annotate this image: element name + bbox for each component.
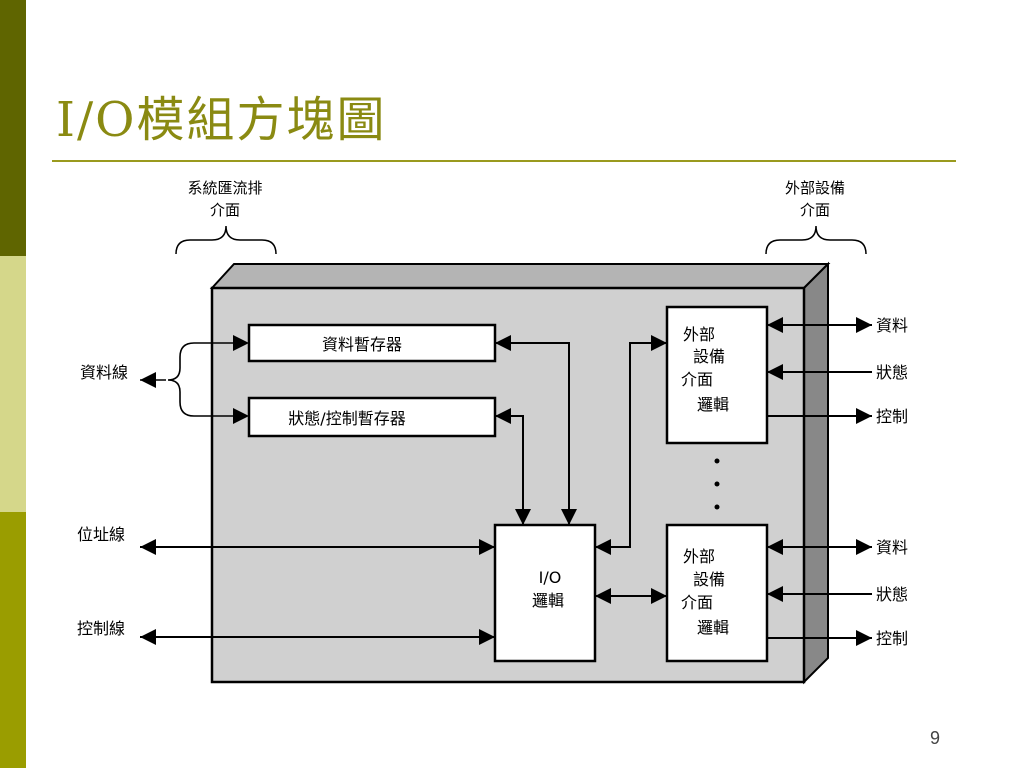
system-bus-interface-brace bbox=[175, 225, 277, 255]
external-bottom-status-label: 狀態 bbox=[876, 585, 908, 604]
external-bottom-data-label: 資料 bbox=[876, 538, 908, 557]
module-side-face bbox=[803, 261, 829, 685]
io-logic-to-external-top-line bbox=[595, 335, 667, 555]
page-number: 9 bbox=[929, 728, 940, 748]
external-interface-logic-top-box bbox=[665, 305, 769, 445]
io-logic-label-2: 邏輯 bbox=[532, 591, 564, 610]
external-logic-bottom-label-3: 介面 bbox=[681, 593, 713, 612]
external-bottom-control-label: 控制 bbox=[876, 629, 908, 648]
status-control-register-label: 狀態/控制暫存器 bbox=[288, 409, 405, 428]
ellipsis-dot-3 bbox=[714, 504, 720, 510]
sidebar-light-segment bbox=[0, 256, 26, 512]
status-register-to-io-logic-line bbox=[495, 408, 531, 525]
ellipsis-dot-2 bbox=[714, 481, 720, 487]
data-lines-label: 資料線 bbox=[80, 363, 128, 382]
title-underline bbox=[52, 160, 956, 162]
external-top-data-label: 資料 bbox=[876, 316, 908, 335]
slide-title: I/O模組方塊圖 bbox=[56, 92, 387, 148]
external-logic-bottom-label-2: 設備 bbox=[693, 570, 725, 589]
status-register-entry-arrow bbox=[233, 408, 249, 424]
external-logic-top-label-2: 設備 bbox=[693, 347, 725, 366]
system-bus-interface-label-2: 介面 bbox=[210, 201, 240, 219]
external-device-interface-label-1: 外部設備 bbox=[785, 179, 845, 197]
external-device-interface-label-2: 介面 bbox=[800, 201, 830, 219]
external-logic-top-label-4: 邏輯 bbox=[697, 395, 729, 414]
system-bus-interface-label-1: 系統匯流排 bbox=[187, 179, 262, 197]
sidebar-olive-segment bbox=[0, 512, 26, 768]
external-logic-bottom-label-1: 外部 bbox=[683, 547, 715, 566]
address-lines-label: 位址線 bbox=[77, 525, 125, 544]
data-register-to-io-logic-line bbox=[495, 335, 577, 525]
external-top-control-label: 控制 bbox=[876, 407, 908, 426]
data-lines-brace bbox=[167, 342, 245, 417]
data-register-label: 資料暫存器 bbox=[322, 335, 402, 354]
io-logic-label-1: I/O bbox=[539, 568, 562, 587]
external-interface-logic-bottom-box bbox=[665, 523, 769, 663]
external-logic-top-label-1: 外部 bbox=[683, 325, 715, 344]
control-lines-label: 控制線 bbox=[77, 619, 125, 638]
external-logic-bottom-label-4: 邏輯 bbox=[697, 618, 729, 637]
sidebar-dark-segment bbox=[0, 0, 26, 256]
external-device-interface-brace bbox=[765, 225, 867, 255]
external-top-status-label: 狀態 bbox=[876, 363, 908, 382]
external-logic-top-label-3: 介面 bbox=[681, 370, 713, 389]
module-top-face bbox=[209, 263, 831, 289]
ellipsis-dot-1 bbox=[714, 458, 720, 464]
data-register-entry-arrow bbox=[233, 335, 249, 351]
